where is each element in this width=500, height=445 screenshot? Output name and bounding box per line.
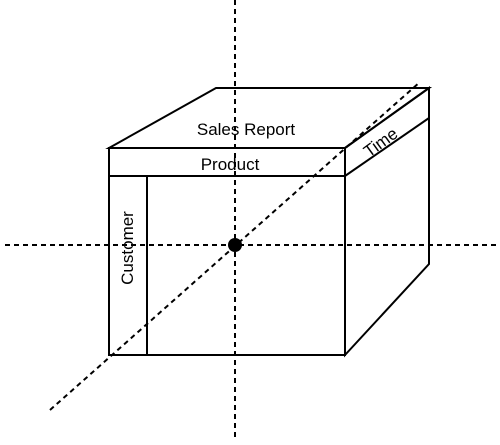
time-label: Time xyxy=(360,124,401,161)
customer-label: Customer xyxy=(118,211,137,285)
time-strip-line xyxy=(344,117,430,177)
sales-report-label: Sales Report xyxy=(197,120,296,139)
cube-front-face xyxy=(108,147,346,356)
origin-point xyxy=(228,238,242,252)
product-label: Product xyxy=(201,155,260,174)
cube-right-face xyxy=(344,86,430,358)
